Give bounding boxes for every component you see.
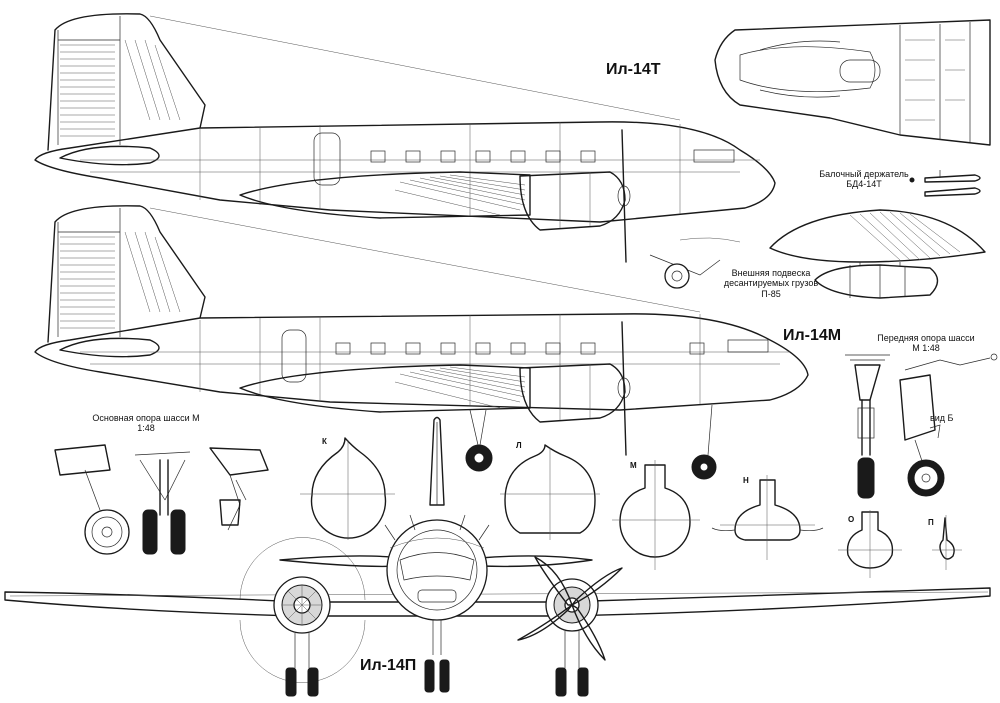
section-l xyxy=(500,444,600,540)
section-l-label: Л xyxy=(516,441,522,450)
il14t-side-view xyxy=(34,13,776,263)
il14m-label: Ил-14М xyxy=(783,327,842,344)
section-m xyxy=(612,460,700,570)
section-p xyxy=(932,515,962,570)
section-m-label: М xyxy=(630,461,637,470)
il14t-label: Ил-14Т xyxy=(606,61,661,78)
fuselage-bottom-detail xyxy=(714,19,991,146)
beam-holder-label: Балочный держатель БД4-14Т xyxy=(819,169,909,190)
section-n xyxy=(711,475,824,560)
front-gear-label: Передняя опора шасси М 1:48 xyxy=(877,333,975,354)
section-k-label: К xyxy=(322,437,327,446)
sling-detail xyxy=(649,237,741,289)
section-o xyxy=(838,510,902,578)
section-n-label: Н xyxy=(743,476,749,485)
view-b-label: вид Б xyxy=(930,413,954,423)
front-gear-detail xyxy=(845,353,998,499)
main-gear-label: Основная опора шасси М 1:48 xyxy=(92,413,200,434)
il14m-side-view xyxy=(34,205,809,480)
main-gear-detail xyxy=(54,444,269,555)
section-o-label: О xyxy=(848,515,855,524)
il14p-label: Ил-14П xyxy=(360,657,417,674)
il14p-front-view xyxy=(4,416,991,697)
ext-sling-label: Внешняя подвеска десантируемых грузов П-… xyxy=(723,268,819,299)
section-p-label: П xyxy=(928,518,934,527)
wing-pod-detail xyxy=(769,209,986,299)
beam-holder-detail xyxy=(909,170,981,197)
section-k xyxy=(300,437,395,540)
